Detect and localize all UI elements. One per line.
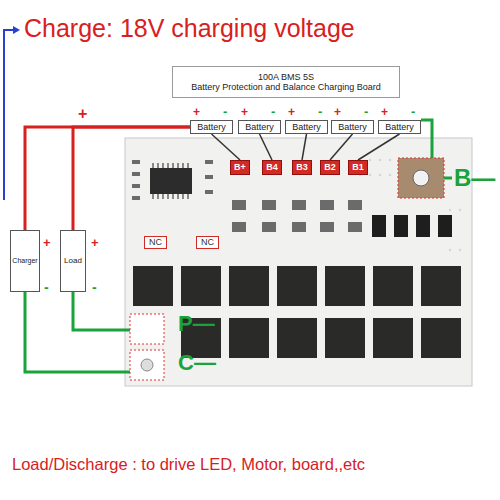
balance-wire [330,134,353,160]
node-text: Battery [245,122,274,132]
node-text: B+ [234,162,246,172]
balance-pad: B4 [262,160,282,175]
polarity-sign: + [193,106,200,118]
node-text: Battery [338,122,367,132]
polarity-sign: + [334,106,341,118]
shunt-resistors [372,215,452,237]
polarity-sign: + [288,106,295,118]
polarity-sign: + [381,106,388,118]
node-text: B2 [324,162,336,172]
balance-pad: B3 [292,160,312,175]
polarity-sign: + [91,236,99,249]
node-text: Charger [12,257,37,265]
node-text: B4 [266,162,278,172]
node-text: B3 [296,162,308,172]
balance-pad: B1 [348,160,368,175]
nc-tag: NC [196,236,219,249]
node-text: Load [64,256,82,265]
pcb-dots [359,159,461,251]
battery-cell: Battery [238,120,281,134]
positive-wire [73,127,190,230]
polarity-sign: - [318,105,322,118]
b-minus-hole [413,170,429,186]
polarity-sign: - [364,105,368,118]
polarity-sign: - [44,280,49,294]
balance-wire [358,134,400,160]
node-text: Battery [292,122,321,132]
balance-pad: B+ [230,160,250,175]
balance-wire [212,134,241,160]
title-plate: 100A BMS 5SBattery Protection and Balanc… [172,66,400,98]
positive-wire [25,127,190,230]
battery-cell: Battery [331,120,374,134]
balance-wire [302,134,307,160]
diagram-title: Charge: 18V charging voltage [24,16,355,41]
node-text: Battery [197,122,226,132]
mosfet-row [133,266,461,358]
b-minus-lead [444,177,452,180]
load-minus-wire [73,292,130,330]
nc-tag: NC [144,236,167,249]
smd-parts [132,160,362,232]
battery-cell: Battery [378,120,421,134]
pcb-board [125,138,472,386]
charger-box: Charger [10,230,40,292]
p-pad [130,314,164,344]
ic-pins [152,163,189,199]
load-box: Load [60,230,86,292]
charger-minus-wire [25,292,130,372]
diagram-caption: Load/Discharge : to drive LED, Motor, bo… [12,456,365,473]
polarity-sign: - [92,280,97,294]
c-pad-hole [141,359,153,371]
b-minus-wire [421,120,432,158]
pointer-line [4,30,18,200]
ic-chip [150,168,192,194]
terminal-label: P— [178,313,215,335]
battery-cell: Battery [190,120,233,134]
polarity-sign: - [271,105,275,118]
polarity-sign: - [223,105,227,118]
polarity-sign: + [43,236,51,249]
node-text: 100A BMS 5S [258,72,314,82]
terminal-label: B— [454,166,495,190]
polarity-sign: + [241,106,248,118]
balance-wire [260,134,273,160]
polarity-sign: - [411,105,415,118]
node-text: B1 [352,162,364,172]
battery-cell: Battery [285,120,328,134]
balance-pad: B2 [320,160,340,175]
c-pad [130,350,164,380]
polarity-sign: + [78,106,87,122]
b-minus-pad [398,158,444,198]
node-text: Battery [385,122,414,132]
terminal-label: C— [178,352,216,374]
pointer-head [13,26,20,34]
node-text: Battery Protection and Balance Charging … [191,82,381,92]
